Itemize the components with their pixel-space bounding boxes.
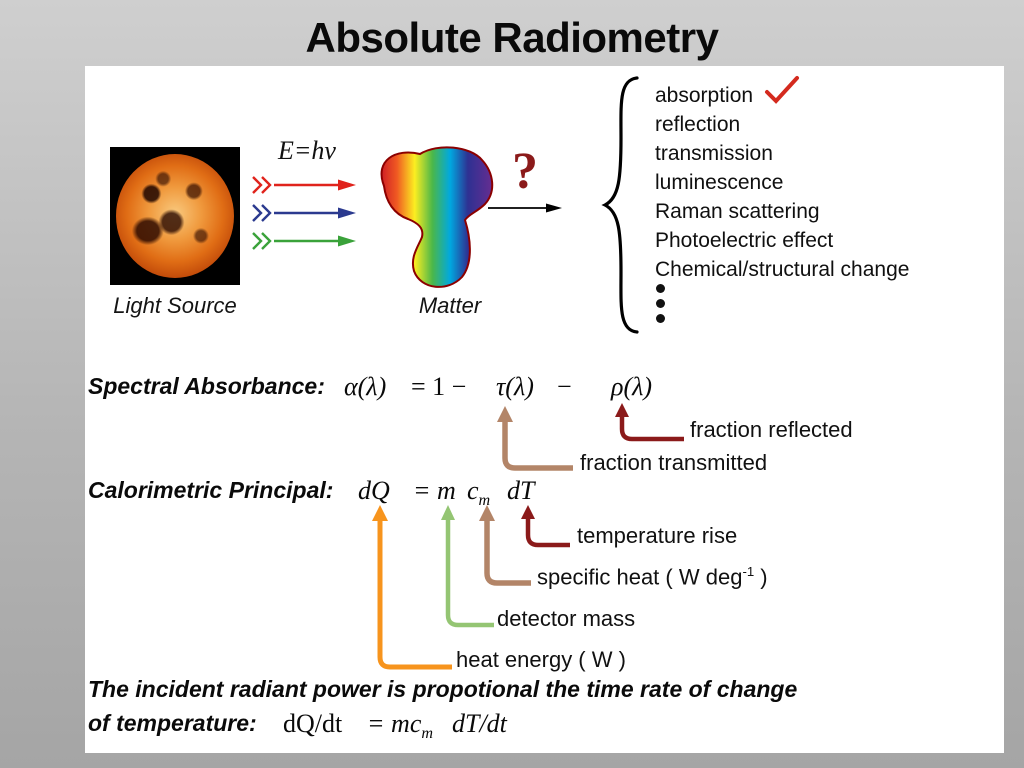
spectral-absorbance-label: Spectral Absorbance: bbox=[88, 373, 325, 399]
list-item: Chemical/structural change bbox=[655, 258, 910, 281]
conclusion-line2: of temperature: bbox=[88, 710, 257, 736]
light-source-label: Light Source bbox=[113, 293, 237, 318]
eq-dTdt: dT/dt bbox=[452, 709, 507, 738]
black-arrow-icon bbox=[488, 203, 562, 213]
fraction-reflected-arrow bbox=[615, 403, 684, 442]
eq-minus: − bbox=[557, 372, 572, 401]
ellipsis-dot bbox=[656, 299, 665, 308]
eq-rho: ρ(λ) bbox=[611, 372, 653, 401]
specific-heat-label: specific heat ( W deg-1 ) bbox=[537, 564, 768, 590]
list-item: luminescence bbox=[655, 171, 784, 194]
checkmark-icon bbox=[765, 76, 799, 104]
ellipsis-dot bbox=[656, 314, 665, 323]
list-item: Photoelectric effect bbox=[655, 229, 834, 252]
energy-equation: E=hν bbox=[278, 136, 336, 165]
blue-beam-arrow bbox=[252, 204, 356, 222]
fraction-transmitted-label: fraction transmitted bbox=[580, 450, 768, 475]
conclusion-line1: The incident radiant power is propotiona… bbox=[88, 676, 798, 702]
sun-icon bbox=[116, 154, 234, 278]
matter-blob-path bbox=[380, 146, 494, 288]
brace-path bbox=[601, 76, 639, 334]
detector-mass-label: detector mass bbox=[497, 606, 636, 631]
matter-label: Matter bbox=[418, 293, 482, 318]
phenomena-list: absorption reflection transmission lumin… bbox=[655, 81, 909, 284]
temperature-rise-label: temperature rise bbox=[577, 523, 738, 548]
eq-tau: τ(λ) bbox=[496, 372, 534, 401]
heat-energy-label: heat energy ( W ) bbox=[456, 647, 626, 672]
eq-mcm: = mcm bbox=[367, 709, 434, 743]
red-beam-arrow bbox=[252, 176, 356, 194]
green-beam-arrow bbox=[252, 232, 356, 250]
eq-dQdt: dQ/dt bbox=[283, 709, 343, 738]
eq-equals-one-minus: = 1 − bbox=[411, 372, 467, 401]
eq-dT: dT bbox=[507, 476, 535, 505]
list-item: reflection bbox=[655, 113, 741, 136]
eq-alpha: α(λ) bbox=[344, 372, 387, 401]
specific-heat-arrow bbox=[479, 505, 531, 586]
brace-icon bbox=[601, 76, 639, 334]
eq-equals-m: = m bbox=[413, 476, 456, 505]
light-source-image bbox=[110, 147, 240, 285]
page-title: Absolute Radiometry bbox=[305, 14, 719, 61]
list-item: transmission bbox=[655, 142, 773, 165]
beam-arrows-icon bbox=[252, 176, 356, 250]
question-mark: ? bbox=[512, 143, 538, 200]
matter-blob-icon bbox=[380, 146, 494, 288]
fraction-transmitted-arrow bbox=[497, 406, 573, 471]
list-item: Raman scattering bbox=[655, 200, 820, 223]
calorimetric-principal-label: Calorimetric Principal: bbox=[88, 477, 334, 503]
eq-dQ: dQ bbox=[358, 476, 390, 505]
list-item: absorption bbox=[655, 84, 754, 107]
fraction-reflected-label: fraction reflected bbox=[690, 417, 853, 442]
eq-cm: cm bbox=[467, 476, 491, 510]
ellipsis-dot bbox=[656, 284, 665, 293]
heat-energy-arrow bbox=[372, 505, 452, 670]
detector-mass-arrow bbox=[441, 505, 494, 628]
temperature-rise-arrow bbox=[521, 505, 570, 548]
